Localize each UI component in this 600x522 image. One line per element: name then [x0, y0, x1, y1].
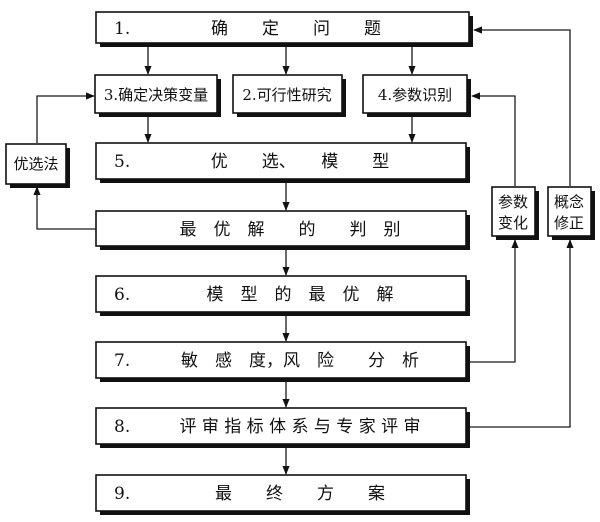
- loop-param-change-to-4: [471, 92, 516, 186]
- box-concept-correction-line1: 概念: [554, 193, 584, 211]
- box-sensitivity-risk-num: 7.: [114, 351, 130, 371]
- box-optimization-method-label: 优选法: [13, 155, 58, 173]
- box-feasibility-study-label: 2.可行性研究: [242, 86, 331, 104]
- box-concept-correction: 概念 修正: [547, 186, 595, 240]
- box-define-problem-num: 1.: [114, 19, 130, 39]
- box-final-plan-num: 9.: [114, 484, 130, 504]
- box-optimal-judgement: 最 优 解 的 判 别: [95, 210, 470, 250]
- box-model-optimum-label: 模 型 的 最 优 解: [207, 285, 394, 305]
- box-final-plan: 9. 最 终 方 案: [95, 474, 470, 515]
- loop-7-to-param-change: [470, 239, 519, 363]
- box-model-optimum: 6. 模 型 的 最 优 解: [95, 275, 470, 316]
- box-sensitivity-risk: 7. 敏 感 度，风 险 分 析: [95, 341, 470, 382]
- box-optimal-judgement-label: 最 优 解 的 判 别: [180, 220, 401, 240]
- loop-8-to-concept-fix: [470, 239, 574, 428]
- box-define-problem: 1. 确 定 问 题: [95, 11, 473, 47]
- box-parameter-change: 参数 变化: [491, 186, 539, 240]
- box-expert-review: 8. 评 审 指 标 体 系 与 专 家 评 审: [95, 407, 470, 448]
- box-parameter-identification: 4.参数识别: [362, 74, 471, 117]
- box-define-problem-label: 确 定 问 题: [211, 19, 381, 39]
- box-sensitivity-risk-label: 敏 感 度，风 险 分 析: [181, 351, 419, 371]
- box-model-optimum-num: 6.: [114, 285, 130, 305]
- connectors: [33, 26, 574, 475]
- box-parameter-identification-label: 4.参数识别: [378, 86, 452, 104]
- box-optimization-model-num: 5.: [114, 152, 130, 172]
- loop-judge-to-optimize: [33, 186, 96, 230]
- box-optimization-method: 优选法: [5, 143, 70, 188]
- box-concept-correction-line2: 修正: [554, 214, 584, 232]
- box-decision-variables: 3.确定决策变量: [94, 74, 221, 117]
- loop-concept-fix-to-1: [473, 26, 571, 186]
- box-optimization-model-label: 优 选、 模 型: [211, 152, 390, 172]
- box-feasibility-study: 2.可行性研究: [232, 74, 346, 117]
- box-expert-review-label: 评 审 指 标 体 系 与 专 家 评 审: [179, 417, 420, 437]
- box-optimization-model: 5. 优 选、 模 型: [95, 142, 470, 183]
- box-decision-variables-label: 3.确定决策变量: [104, 86, 208, 104]
- box-final-plan-label: 最 终 方 案: [215, 484, 385, 504]
- box-parameter-change-line2: 变化: [498, 214, 528, 232]
- loop-optimize-to-3: [36, 92, 95, 143]
- box-parameter-change-line1: 参数: [498, 193, 528, 211]
- box-expert-review-num: 8.: [114, 417, 130, 437]
